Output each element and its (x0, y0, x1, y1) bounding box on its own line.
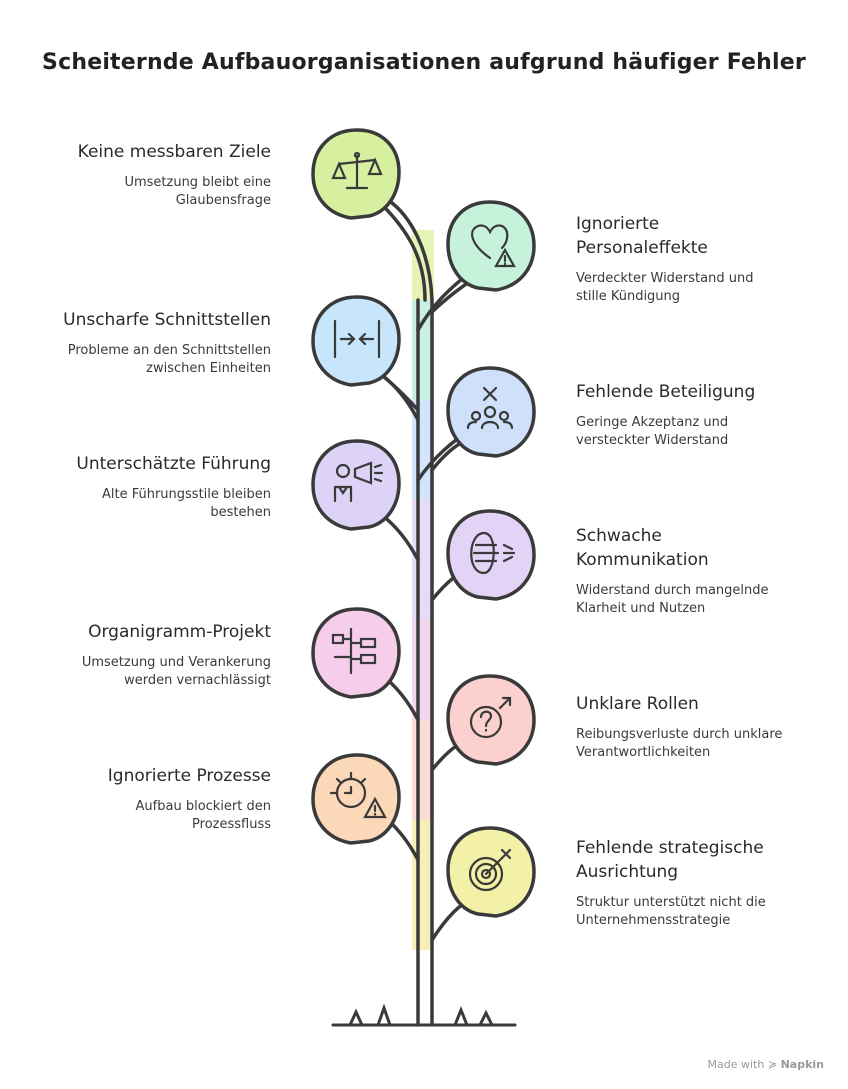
item-heading: Organigramm-Projekt (88, 622, 271, 642)
ground-grass (331, 1003, 517, 1027)
item-heading: Fehlende Beteiligung (576, 382, 756, 402)
brand-label: Napkin (780, 1058, 824, 1071)
leaf-fehlende-beteiligung (446, 366, 536, 458)
label-unklare-rollen: Unklare Rollen Reibungsverluste durch un… (576, 692, 831, 762)
group-x-icon (466, 386, 514, 430)
interface-arrows-icon (333, 319, 381, 359)
leaf-fehlende-strategische-ausrichtung (446, 826, 536, 918)
leaf-schwache-kommunikation (446, 509, 536, 601)
leaf-keine-messbaren-ziele (311, 128, 401, 220)
item-heading: Ignorierte Prozesse (107, 766, 271, 786)
page-title: Scheiternde Aufbauorganisationen aufgrun… (42, 50, 806, 75)
leaf-unklare-rollen (446, 674, 536, 766)
item-heading: Unscharfe Schnittstellen (63, 310, 271, 330)
item-heading: Keine messbaren Ziele (77, 142, 271, 162)
leaf-ignorierte-prozesse (311, 753, 401, 845)
question-role-icon (469, 696, 512, 739)
made-with-label: Made with (707, 1058, 765, 1071)
label-organigramm-projekt: Organigramm-Projekt Umsetzung und Verank… (11, 620, 271, 690)
heart-warning-icon (471, 224, 516, 268)
label-fehlende-beteiligung: Fehlende Beteiligung Geringe Akzeptanz u… (576, 380, 826, 450)
label-keine-messbaren-ziele: Keine messbaren Ziele Umsetzung bleibt e… (11, 140, 271, 210)
leaf-ignorierte-personaleffekte (446, 200, 536, 292)
org-chart-icon (331, 627, 377, 675)
target-icon (468, 848, 512, 892)
label-unscharfe-schnittstellen: Unscharfe Schnittstellen Probleme an den… (0, 308, 271, 378)
communication-icon (470, 531, 516, 575)
leaf-organigramm-projekt (311, 607, 401, 699)
label-ignorierte-prozesse: Ignorierte Prozesse Aufbau blockiert den… (11, 764, 271, 834)
napkin-watermark: Made with ≽ Napkin (708, 1058, 824, 1071)
leaf-unterschaetzte-fuehrung (311, 439, 401, 531)
item-heading: Unterschätzte Führung (76, 454, 271, 474)
item-heading: Unklare Rollen (576, 694, 699, 714)
napkin-logo-icon: ≽ (767, 1058, 778, 1071)
scale-icon (331, 151, 383, 190)
leader-megaphone-icon (333, 461, 384, 503)
leaf-unscharfe-schnittstellen (311, 295, 401, 387)
gear-warning-icon (329, 771, 387, 819)
label-unterschaetzte-fuehrung: Unterschätzte Führung Alte Führungsstile… (11, 452, 271, 522)
